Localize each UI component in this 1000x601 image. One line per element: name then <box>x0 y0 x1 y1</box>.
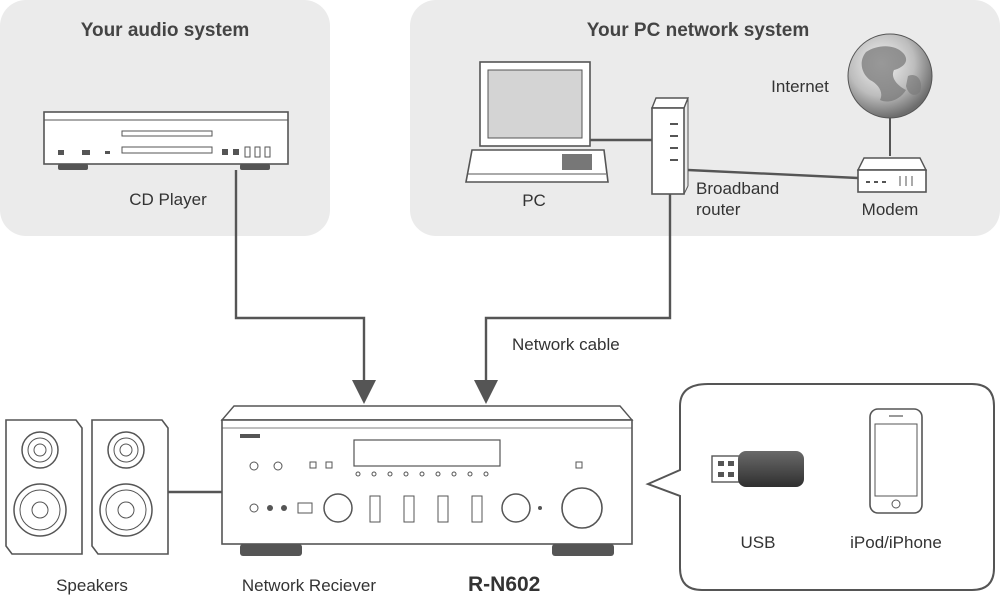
left-speaker-icon <box>5 419 83 555</box>
receiver-model-label: R-N602 <box>468 573 540 596</box>
pc-icon <box>465 61 609 183</box>
router-label-line1: Broadband <box>696 179 779 198</box>
network-cable <box>474 194 672 404</box>
network-system-title: Your PC network system <box>587 20 809 41</box>
globe-icon <box>847 33 933 156</box>
cd-player-icon <box>43 111 289 170</box>
network-receiver-icon <box>220 405 634 556</box>
internet-label: Internet <box>771 77 829 96</box>
receiver-label: Network Reciever <box>242 576 376 595</box>
audio-system-title: Your audio system <box>81 20 250 41</box>
router-modem-link <box>687 168 859 180</box>
usb-ipod-callout <box>645 383 995 591</box>
network-cable-label: Network cable <box>512 335 620 354</box>
pc-label: PC <box>522 191 546 210</box>
cd-to-receiver-cable <box>234 170 376 404</box>
speakers-label: Speakers <box>56 576 128 595</box>
modem-label: Modem <box>862 200 919 219</box>
iphone-icon <box>869 408 923 514</box>
router-label-line2: router <box>696 200 741 219</box>
right-speaker-icon <box>91 419 169 555</box>
broadband-router-icon <box>650 97 690 195</box>
ipod-iphone-label: iPod/iPhone <box>850 533 942 552</box>
cd-player-label: CD Player <box>129 190 207 209</box>
usb-label: USB <box>741 533 776 552</box>
usb-drive-icon <box>711 451 804 487</box>
modem-icon <box>856 157 928 193</box>
